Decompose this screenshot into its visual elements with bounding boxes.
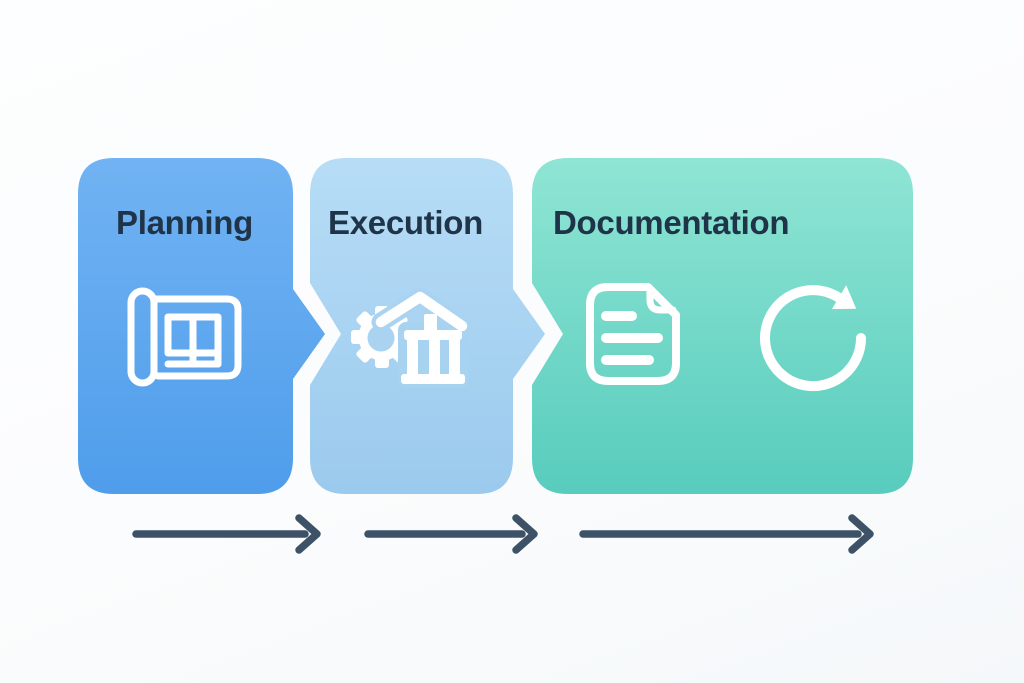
stage-label-planning: Planning <box>116 204 253 241</box>
document-icon <box>586 283 680 385</box>
stage-label-documentation: Documentation <box>553 204 789 241</box>
flow-arrow-2 <box>364 514 538 554</box>
stage-panel-documentation <box>532 158 913 494</box>
refresh-icon <box>760 285 866 392</box>
stage-label-execution: Execution <box>328 204 483 241</box>
flow-arrow-1 <box>132 514 321 554</box>
stage-panel-planning <box>78 158 325 494</box>
gear-house-icon <box>351 287 472 388</box>
flow-arrow-3 <box>579 514 874 554</box>
blueprint-icon <box>127 287 242 387</box>
